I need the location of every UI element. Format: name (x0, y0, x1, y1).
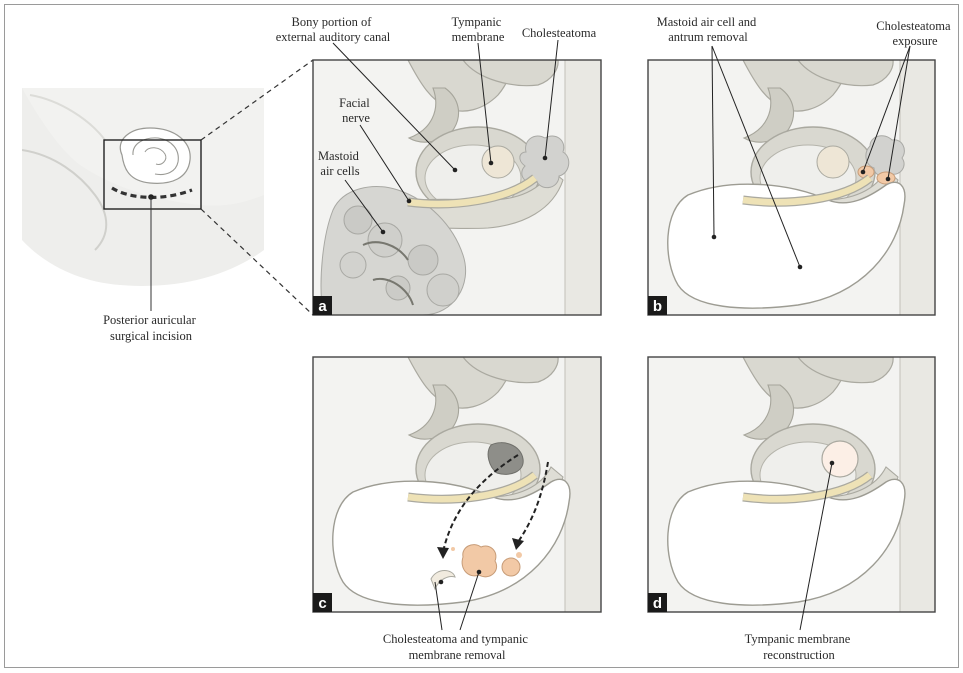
label-facial-nerve: Facial nerve (339, 96, 373, 125)
label-cholesteatoma: Cholesteatoma (522, 26, 597, 40)
label-mastoid-air-cells: Mastoid air cells (318, 149, 362, 178)
svg-text:d: d (653, 595, 662, 612)
label-mastoid-removal: Mastoid air cell and antrum removal (657, 15, 760, 44)
panel-c-letter: c (313, 593, 332, 612)
svg-text:c: c (318, 595, 326, 612)
label-cholesteatoma-removal: Cholesteatoma and tympanic membrane remo… (383, 632, 531, 662)
panel-a-letter: a (313, 296, 332, 315)
svg-text:b: b (653, 298, 662, 315)
overview-illustration (22, 88, 264, 298)
incision-label-line1: Posterior auricular (103, 313, 197, 327)
panel-d: d (648, 357, 936, 630)
panel-c: c (313, 357, 601, 630)
svg-text:a: a (318, 298, 327, 315)
label-cholesteatoma-exposure: Cholesteatoma exposure (876, 19, 953, 48)
label-bony-canal: Bony portion of external auditory canal (276, 15, 391, 44)
panel-d-letter: d (648, 593, 667, 612)
panel-b-letter: b (648, 296, 667, 315)
panel-b: b (648, 46, 936, 315)
incision-label-line2: surgical incision (110, 329, 193, 343)
label-tm-reconstruction: Tympanic membrane reconstruction (745, 632, 854, 662)
label-tympanic-membrane: Tympanic membrane (452, 15, 505, 44)
incision-label: Posterior auricular surgical incision (103, 313, 199, 343)
